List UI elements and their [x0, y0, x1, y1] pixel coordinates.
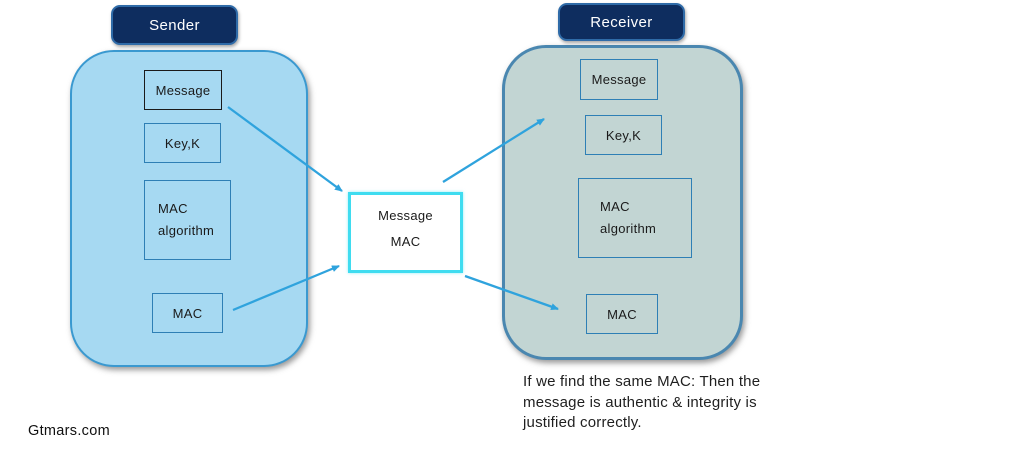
receiver-message-label: Message — [591, 72, 647, 87]
receiver-mac-algorithm-label: MAC algorithm — [600, 199, 657, 236]
receiver-container: Message Key,K MAC algorithm MAC — [502, 45, 743, 360]
transmission-message-label: Message — [378, 208, 433, 223]
receiver-title-label: Receiver — [590, 13, 653, 31]
transmission-box: Message MAC — [348, 192, 463, 273]
receiver-key-label: Key,K — [605, 127, 642, 143]
sender-message-label: Message — [155, 82, 211, 98]
sender-title-label: Sender — [149, 16, 200, 34]
sender-message-box: Message — [144, 70, 222, 110]
sender-mac-label: MAC — [172, 305, 203, 321]
sender-mac-algorithm-box: MAC algorithm — [144, 180, 231, 260]
integrity-note: If we find the same MAC: Then the messag… — [523, 373, 761, 431]
receiver-title-badge: Receiver — [558, 3, 685, 41]
transmission-mac-label: MAC — [390, 234, 421, 249]
receiver-message-box: Message — [580, 59, 658, 100]
watermark-text: Gtmars.com — [28, 423, 110, 439]
sender-mac-box: MAC — [152, 293, 223, 333]
receiver-mac-algorithm-box: MAC algorithm — [578, 178, 692, 258]
sender-key-box: Key,K — [144, 123, 221, 163]
sender-key-label: Key,K — [164, 135, 201, 151]
sender-title-badge: Sender — [111, 5, 238, 45]
receiver-mac-box: MAC — [586, 294, 658, 334]
sender-mac-algorithm-label: MAC algorithm — [158, 201, 215, 238]
receiver-mac-label: MAC — [607, 306, 637, 322]
receiver-key-box: Key,K — [585, 115, 662, 155]
sender-container: Message Key,K MAC algorithm MAC — [70, 50, 308, 367]
